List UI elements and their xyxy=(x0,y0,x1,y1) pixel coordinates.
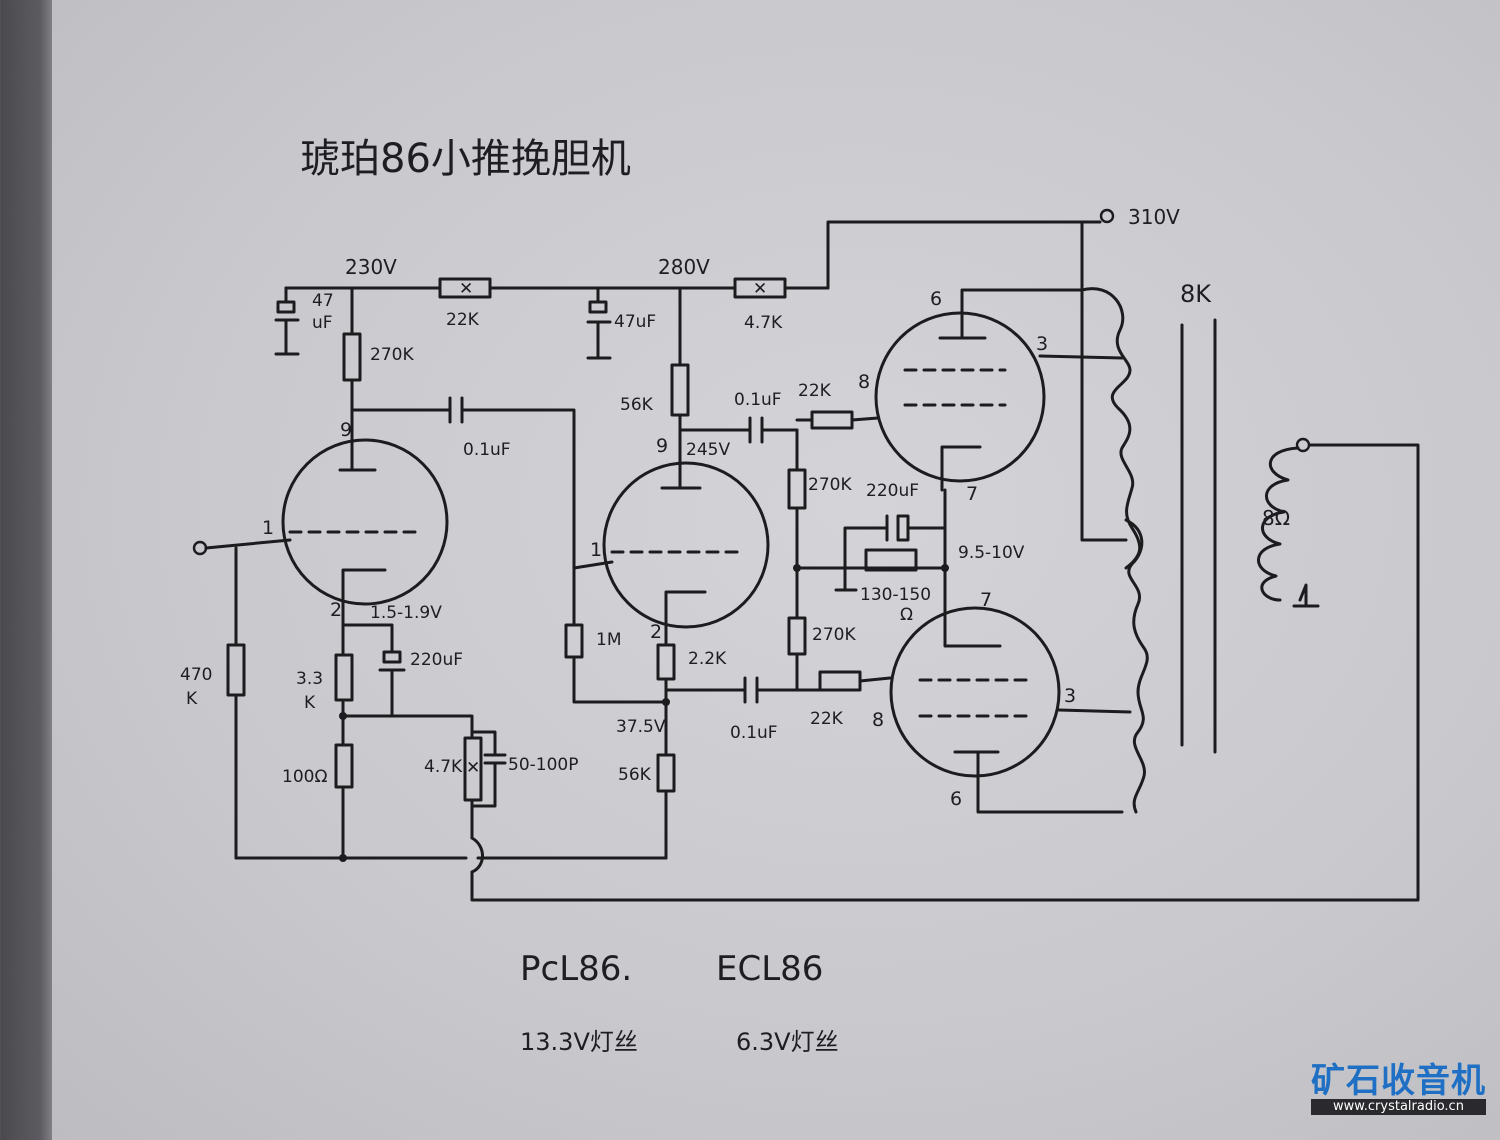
resistor-56k-1 xyxy=(670,363,690,417)
label-470-b: K xyxy=(186,689,198,709)
tube-2 xyxy=(564,286,822,860)
pin-t3-cathode: 7 xyxy=(966,483,978,505)
output-grid-network xyxy=(787,410,947,692)
resistor-mark-top-2: ✕ xyxy=(753,279,767,299)
pin-t1-grid: 1 xyxy=(262,517,274,539)
diagram-title: 琥珀86小推挽胆机 xyxy=(300,136,631,182)
label-cathode-1: 1.5-1.9V xyxy=(370,603,442,623)
label-22k-g2: 22K xyxy=(810,709,844,729)
label-270k-1: 270K xyxy=(370,345,414,365)
watermark: 矿石收音机 www.crystalradio.cn xyxy=(1311,1063,1486,1115)
label-pcl86: PcL86. xyxy=(520,949,632,989)
resistor-3-3k xyxy=(334,653,354,702)
resistor-22k-grid-2 xyxy=(818,670,862,692)
input-terminal xyxy=(192,540,208,556)
capacitor-220uf-1 xyxy=(382,650,402,664)
resistor-22k-grid-1 xyxy=(810,410,854,430)
resistor-130-150 xyxy=(864,548,918,572)
label-37-5v: 37.5V xyxy=(616,717,666,737)
pin-t4-screen: 3 xyxy=(1064,685,1076,707)
resistor-100-ohm xyxy=(334,743,354,789)
watermark-chinese: 矿石收音机 xyxy=(1311,1061,1486,1101)
label-0-1uf-3: 0.1uF xyxy=(730,723,778,743)
resistor-470k xyxy=(226,643,246,697)
label-280v: 280V xyxy=(658,255,710,279)
resistor-270k-2 xyxy=(787,468,807,510)
label-0-1uf-1: 0.1uF xyxy=(463,440,511,460)
paper-sheet xyxy=(52,0,1500,1140)
label-4-7k-top: 4.7K xyxy=(744,313,783,333)
resistor-270k-1 xyxy=(342,332,362,382)
resistor-2-2k xyxy=(656,643,676,681)
label-ecl-heater: 6.3V灯丝 xyxy=(736,1028,839,1056)
pin-t2-cathode: 2 xyxy=(650,621,662,643)
pin-t1-cathode: 2 xyxy=(330,599,342,621)
label-ohm: Ω xyxy=(900,605,913,625)
label-47-a: 47 xyxy=(312,291,334,311)
resistor-mark-top-1: ✕ xyxy=(459,279,473,299)
pin-t3-anode: 6 xyxy=(930,288,942,310)
label-50-100p: 50-100P xyxy=(508,755,578,775)
pin-t2-anode: 9 xyxy=(656,435,668,457)
label-130-150: 130-150 xyxy=(860,585,931,605)
capacitor-47uf-left xyxy=(274,286,300,356)
label-270k-3: 270K xyxy=(812,625,856,645)
pin-t1-anode: 9 xyxy=(340,419,352,441)
resistor-22k-top xyxy=(438,277,492,299)
label-cathode-pp: 9.5-10V xyxy=(958,543,1025,563)
label-47uf-mid: 47uF xyxy=(614,312,656,332)
pin-t3-grid: 8 xyxy=(858,371,870,393)
label-56k-2: 56K xyxy=(618,765,652,785)
pin-t4-anode: 6 xyxy=(950,788,962,810)
label-ecl86: ECL86 xyxy=(716,949,823,989)
speaker-terminal-plus xyxy=(1295,437,1311,453)
b310-terminal xyxy=(1099,208,1115,224)
resistor-270k-3 xyxy=(787,616,807,656)
label-22k-top: 22K xyxy=(446,310,480,330)
label-0-1uf-2: 0.1uF xyxy=(734,390,782,410)
pin-t2-grid: 1 xyxy=(590,539,602,561)
label-100-ohm: 100Ω xyxy=(282,767,327,787)
pin-t3-screen: 3 xyxy=(1036,333,1048,355)
label-3-3-b: K xyxy=(304,693,316,713)
label-270k-2: 270K xyxy=(808,475,852,495)
output-transformer xyxy=(1080,287,1320,814)
label-47-b: uF xyxy=(312,313,333,333)
pin-t4-grid: 8 xyxy=(872,709,884,731)
resistor-4-7k-top xyxy=(733,277,787,299)
label-56k-1: 56K xyxy=(620,395,654,415)
b-plus-rails xyxy=(284,208,1115,352)
label-470-a: 470 xyxy=(180,665,212,685)
label-245v: 245V xyxy=(686,440,730,460)
label-2-2k: 2.2K xyxy=(688,649,727,669)
label-4-7k-fb: 4.7K xyxy=(424,757,463,777)
label-220uf-1: 220uF xyxy=(410,650,463,670)
label-8k: 8K xyxy=(1180,280,1212,308)
label-310v: 310V xyxy=(1128,205,1180,229)
resistor-mark-fb: ✕ xyxy=(466,758,480,778)
tube-1 xyxy=(192,286,576,657)
pin-t4-cathode: 7 xyxy=(980,589,992,611)
watermark-url: www.crystalradio.cn xyxy=(1311,1099,1486,1115)
resistor-1m xyxy=(564,623,584,659)
label-pcl-heater: 13.3V灯丝 xyxy=(520,1028,638,1056)
label-220uf-2: 220uF xyxy=(866,481,919,501)
resistor-56k-2 xyxy=(656,753,676,793)
capacitor-47uf-middle xyxy=(586,286,612,360)
label-8-ohm: 8Ω xyxy=(1262,506,1290,530)
label-230v: 230V xyxy=(345,255,397,279)
label-1m: 1M xyxy=(596,630,621,650)
label-22k-g1: 22K xyxy=(798,381,832,401)
tube-4 xyxy=(889,606,1132,814)
label-3-3-a: 3.3 xyxy=(296,669,323,689)
